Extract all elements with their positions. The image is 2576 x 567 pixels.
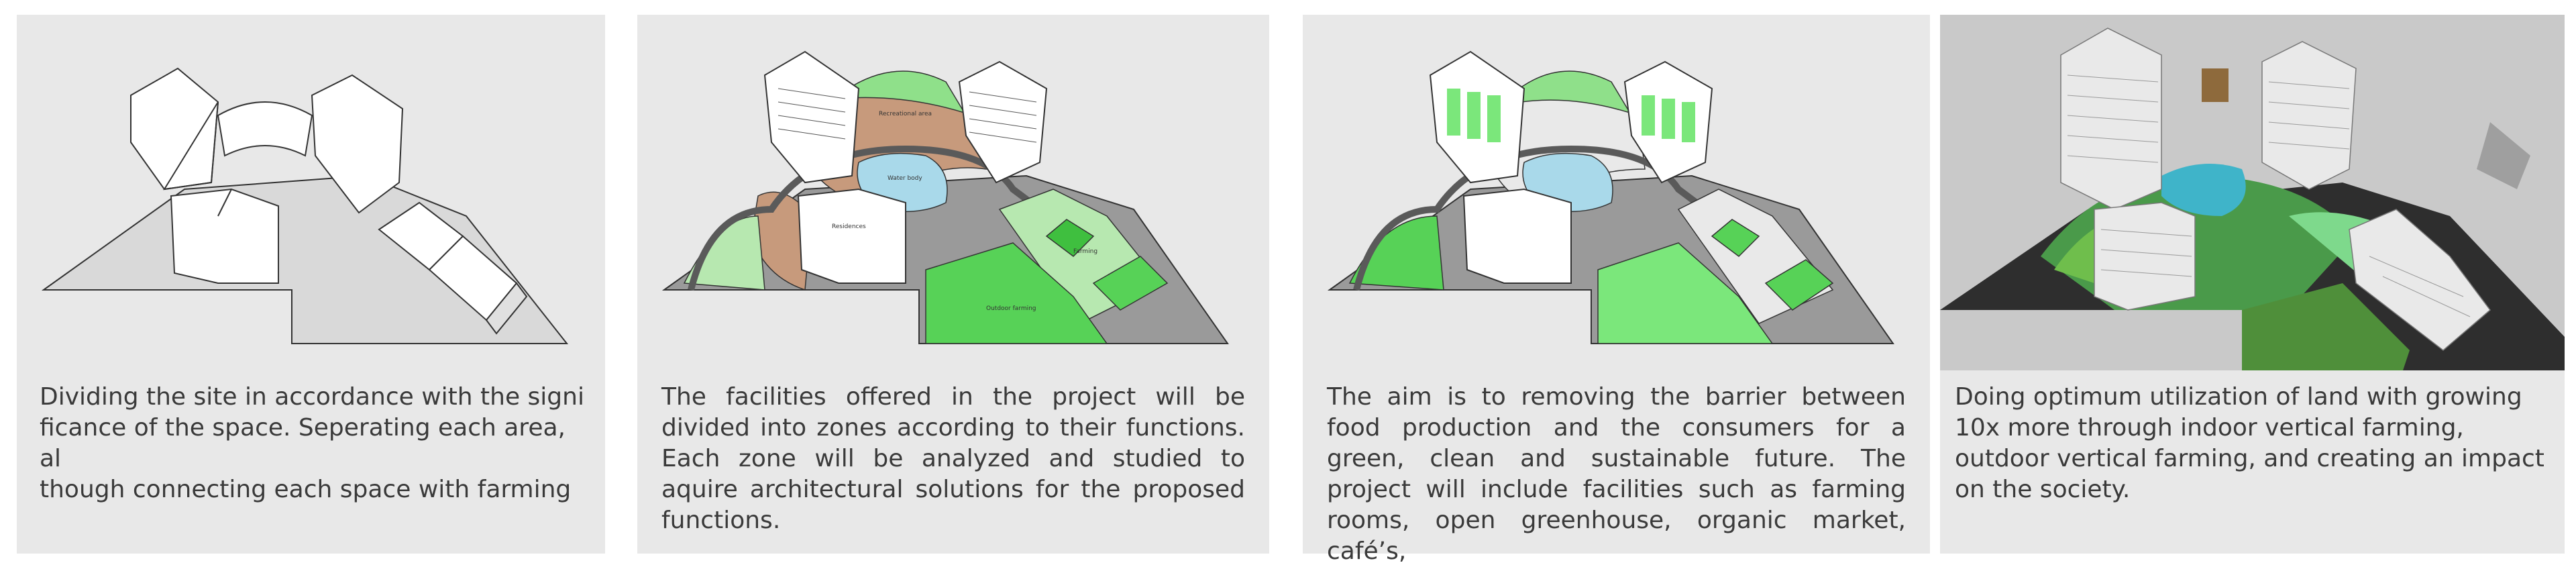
panel-caption: Doing optimum utilization of land with g… <box>1955 382 2547 505</box>
zoning-illustration: Recreational area Water body Outdoor far… <box>637 15 1269 377</box>
label-water: Water body <box>888 175 922 182</box>
panel-caption: Dividing the site in accordance with the… <box>40 382 585 505</box>
label-outdoor: Outdoor farming <box>986 305 1036 312</box>
facilities-illustration <box>1303 15 1930 377</box>
panel-site-division: Dividing the site in accordance with the… <box>17 15 605 554</box>
panel-caption: The facilities offered in the project wi… <box>661 382 1245 536</box>
panel-zoning: Recreational area Water body Outdoor far… <box>637 15 1269 554</box>
label-residences: Residences <box>832 223 866 230</box>
panel-caption: The aim is to removing the barrier betwe… <box>1327 382 1906 567</box>
panel-green-future: The aim is to removing the barrier betwe… <box>1303 15 1930 554</box>
label-farming: Farming <box>1073 248 1097 255</box>
panel-vertical-farming: Doing optimum utilization of land with g… <box>1940 15 2565 554</box>
label-recreational: Recreational area <box>879 111 932 117</box>
site-massing-illustration <box>17 15 605 377</box>
vertical-farming-render <box>1940 15 2565 377</box>
